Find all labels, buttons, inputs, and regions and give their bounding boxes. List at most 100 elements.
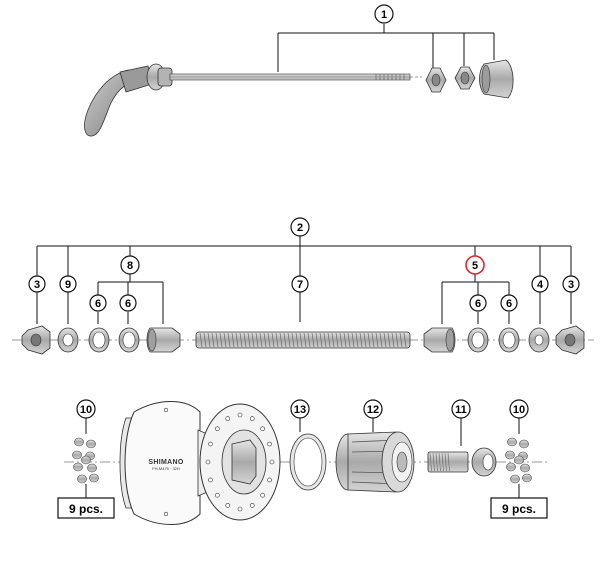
callout-9-label: 9 xyxy=(65,279,71,291)
freehub-body xyxy=(335,431,415,493)
callout-1-label: 1 xyxy=(381,9,387,21)
hub-shell: SHIMANO FH-M475 · 32H xyxy=(119,401,281,525)
spoke-hole xyxy=(163,511,169,517)
callout-4-label: 4 xyxy=(537,279,544,291)
quantity-box-right: 9 pcs. xyxy=(490,497,548,519)
callout-6-a: 6 xyxy=(89,294,107,312)
callout-7-label: 7 xyxy=(297,279,303,291)
ball-left-6 xyxy=(87,463,97,473)
spoke-hole xyxy=(215,426,220,432)
quick-release-assembly: 1 xyxy=(84,4,514,137)
ball-bearings-left xyxy=(72,437,99,484)
callout-5-highlighted: 5 xyxy=(465,255,485,275)
hub-axle xyxy=(195,331,411,349)
callout-6-c-label: 6 xyxy=(475,298,481,310)
callout-2-label: 2 xyxy=(297,222,303,234)
callout-5-label: 5 xyxy=(472,260,478,272)
ball-right-6 xyxy=(520,463,530,473)
callout-7: 7 xyxy=(291,275,309,293)
callout-2: 2 xyxy=(290,217,310,237)
callout-11: 11 xyxy=(451,399,471,419)
retaining-ring xyxy=(289,433,327,491)
hub-brand-text: SHIMANO xyxy=(148,459,183,466)
hub-model-text: FH-M475 · 32H xyxy=(152,466,180,471)
cone-left xyxy=(146,327,181,353)
seal-ring-left-1 xyxy=(88,327,110,353)
lock-nut-left xyxy=(21,325,51,355)
spoke-hole xyxy=(260,426,265,432)
spacer-washer-right xyxy=(528,327,550,353)
freehub-axle-sleeve xyxy=(427,447,497,477)
hub-leader-lines xyxy=(85,418,520,498)
ball-left-3 xyxy=(72,450,82,460)
callout-8-label: 8 xyxy=(127,260,133,272)
quantity-left-label: 9 pcs. xyxy=(69,502,103,516)
callout-6-a-label: 6 xyxy=(95,298,101,310)
cone-right xyxy=(423,327,456,353)
spoke-hole xyxy=(269,459,275,465)
callout-10-left-label: 10 xyxy=(80,404,92,416)
spoke-hole xyxy=(260,492,265,498)
spoke-hole xyxy=(267,477,272,483)
seal-ring-right-2 xyxy=(498,327,520,353)
callout-3-right-label: 3 xyxy=(568,279,574,291)
callout-6-d: 6 xyxy=(500,294,518,312)
callout-13-label: 13 xyxy=(294,404,306,416)
qr-lever xyxy=(84,63,173,137)
spoke-hole xyxy=(208,477,213,483)
callout-6-b: 6 xyxy=(119,294,137,312)
callout-9: 9 xyxy=(59,275,77,293)
qr-skewer-rod xyxy=(169,73,422,81)
spoke-hole xyxy=(163,407,169,413)
qr-springs xyxy=(425,66,476,93)
spoke-hole xyxy=(237,412,243,418)
quantity-box-left: 9 pcs. xyxy=(57,497,115,519)
callout-11-label: 11 xyxy=(455,404,467,416)
callout-1: 1 xyxy=(374,4,394,24)
quantity-right-label: 9 pcs. xyxy=(502,502,536,516)
callout-12: 12 xyxy=(363,399,383,419)
callout-3-left: 3 xyxy=(28,275,46,293)
hub-body-assembly: SHIMANO FH-M475 · 32H xyxy=(57,399,550,525)
spoke-hole xyxy=(225,503,231,508)
ball-right-7 xyxy=(510,474,520,484)
spoke-hole xyxy=(208,441,213,447)
callout-13: 13 xyxy=(290,399,310,419)
ball-right-2 xyxy=(519,439,529,449)
spoke-hole xyxy=(249,503,255,508)
callout-6-b-label: 6 xyxy=(125,298,131,310)
callout-8: 8 xyxy=(120,255,140,275)
callout-10-right: 10 xyxy=(509,399,529,419)
spoke-hole xyxy=(267,441,272,447)
callout-3-right: 3 xyxy=(562,275,580,293)
callout-10-left: 10 xyxy=(76,399,96,419)
ball-left-5 xyxy=(73,462,83,472)
ball-right-5 xyxy=(506,462,516,472)
ball-right-1 xyxy=(507,437,517,447)
ball-right-3 xyxy=(505,450,515,460)
ball-right-8 xyxy=(522,473,532,483)
qr-leader-lines xyxy=(277,24,495,72)
seal-ring-left-2 xyxy=(118,327,140,353)
ball-left-1 xyxy=(74,437,84,447)
callout-12-label: 12 xyxy=(367,404,379,416)
ball-left-8 xyxy=(89,473,99,483)
qr-adjusting-nut xyxy=(479,59,514,99)
callout-6-c: 6 xyxy=(469,294,487,312)
callout-3-left-label: 3 xyxy=(34,279,40,291)
axle-assembly: 2 3 9 8 6 6 7 5 xyxy=(12,217,594,355)
ball-left-9 xyxy=(81,455,91,465)
washer-left xyxy=(57,327,79,353)
spoke-hole xyxy=(237,506,243,512)
ball-left-2 xyxy=(86,439,96,449)
seal-ring-right-1 xyxy=(467,327,489,353)
spoke-hole xyxy=(249,416,255,421)
ball-left-7 xyxy=(77,474,87,484)
ball-bearings-right xyxy=(505,437,532,484)
lock-nut-right xyxy=(555,325,585,355)
spoke-hole xyxy=(225,416,231,421)
callout-4: 4 xyxy=(531,275,549,293)
callout-6-d-label: 6 xyxy=(506,298,512,310)
axle-leader-lines xyxy=(36,236,572,324)
spoke-hole xyxy=(215,492,220,498)
